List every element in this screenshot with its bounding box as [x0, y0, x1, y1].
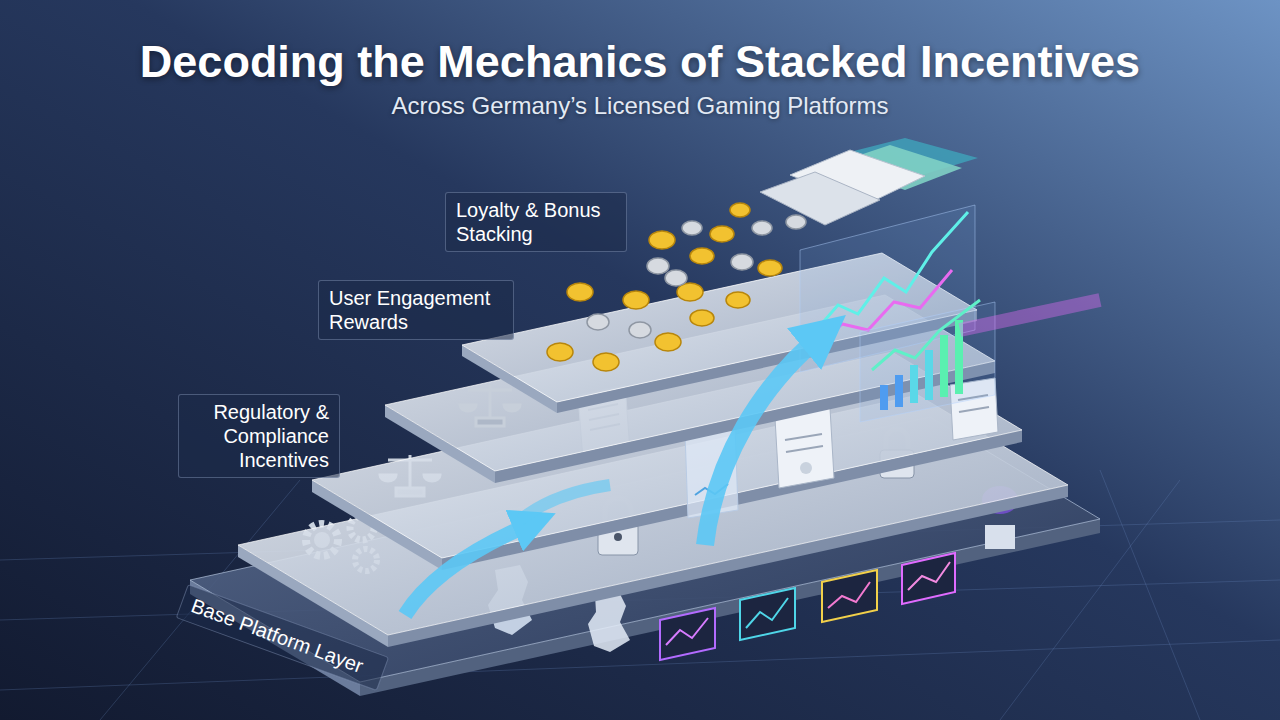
layer-label-box: Loyalty & Bonus Stacking [445, 192, 627, 252]
chart-bar [910, 365, 918, 403]
scale-pan [504, 405, 520, 411]
silver-coin [682, 221, 702, 235]
payment-cards [760, 138, 978, 225]
silver-coin [665, 270, 687, 286]
layer-label: Loyalty & Bonus Stacking [456, 198, 616, 246]
light-streak [960, 300, 1100, 330]
growth-arrow [405, 522, 535, 615]
gold-coin [726, 292, 750, 308]
silver-coin [587, 314, 609, 330]
layer-label-box: Regulatory & Compliance Incentives [178, 394, 340, 478]
certificate-line [959, 407, 989, 412]
scale-base [476, 418, 504, 426]
diagram-title: Decoding the Mechanics of Stacked Incent… [0, 36, 1280, 88]
silver-coin [647, 258, 669, 274]
growth-arrow [705, 332, 825, 545]
gold-coin [758, 260, 782, 276]
gold-coin [547, 343, 573, 361]
device-screen [822, 570, 877, 622]
growth-arrow [520, 485, 610, 520]
certificate-seal [800, 462, 812, 474]
gold-coin [710, 226, 734, 242]
grid-line [1100, 470, 1200, 720]
gold-coin [690, 310, 714, 326]
certificate-sheet [775, 408, 834, 488]
screen-line [828, 582, 870, 608]
layer-label-box: User Engagement Rewards [318, 280, 514, 340]
gold-coin [593, 353, 619, 371]
grid-line [0, 640, 1280, 690]
subtitle: Across Germany’s Licensed Gaming Platfor… [0, 92, 1280, 120]
gold-coin [730, 203, 750, 217]
certificate-line [785, 434, 822, 440]
screen-line [746, 598, 788, 628]
certificate-line [786, 446, 823, 452]
layer-label: User Engagement Rewards [329, 286, 503, 334]
device-screen [660, 608, 715, 660]
device-screen [902, 553, 955, 604]
chart-bar [925, 350, 933, 400]
silver-coin [786, 215, 806, 229]
screen-line [908, 562, 950, 590]
gold-coin [690, 248, 714, 264]
bar-chart [860, 300, 995, 422]
scale-symbol [460, 385, 520, 426]
gold-coin [567, 283, 593, 301]
silver-coin [629, 322, 651, 338]
gold-coin [623, 291, 649, 309]
scale-beam [468, 389, 512, 392]
device-screen [740, 588, 795, 640]
scale-pan [460, 405, 476, 411]
gold-coin [655, 333, 681, 351]
silver-coin [752, 221, 772, 235]
silver-coin [731, 254, 753, 270]
padlock-hole [614, 533, 622, 541]
device-box [985, 525, 1015, 549]
card [760, 172, 880, 225]
layer-label: Regulatory & Compliance Incentives [189, 400, 329, 472]
certificate [775, 408, 834, 488]
chart-bar [880, 385, 888, 410]
screen-line [666, 618, 708, 645]
gold-coin [649, 231, 675, 249]
chart-bar [940, 335, 948, 397]
chart-bar [895, 375, 903, 407]
